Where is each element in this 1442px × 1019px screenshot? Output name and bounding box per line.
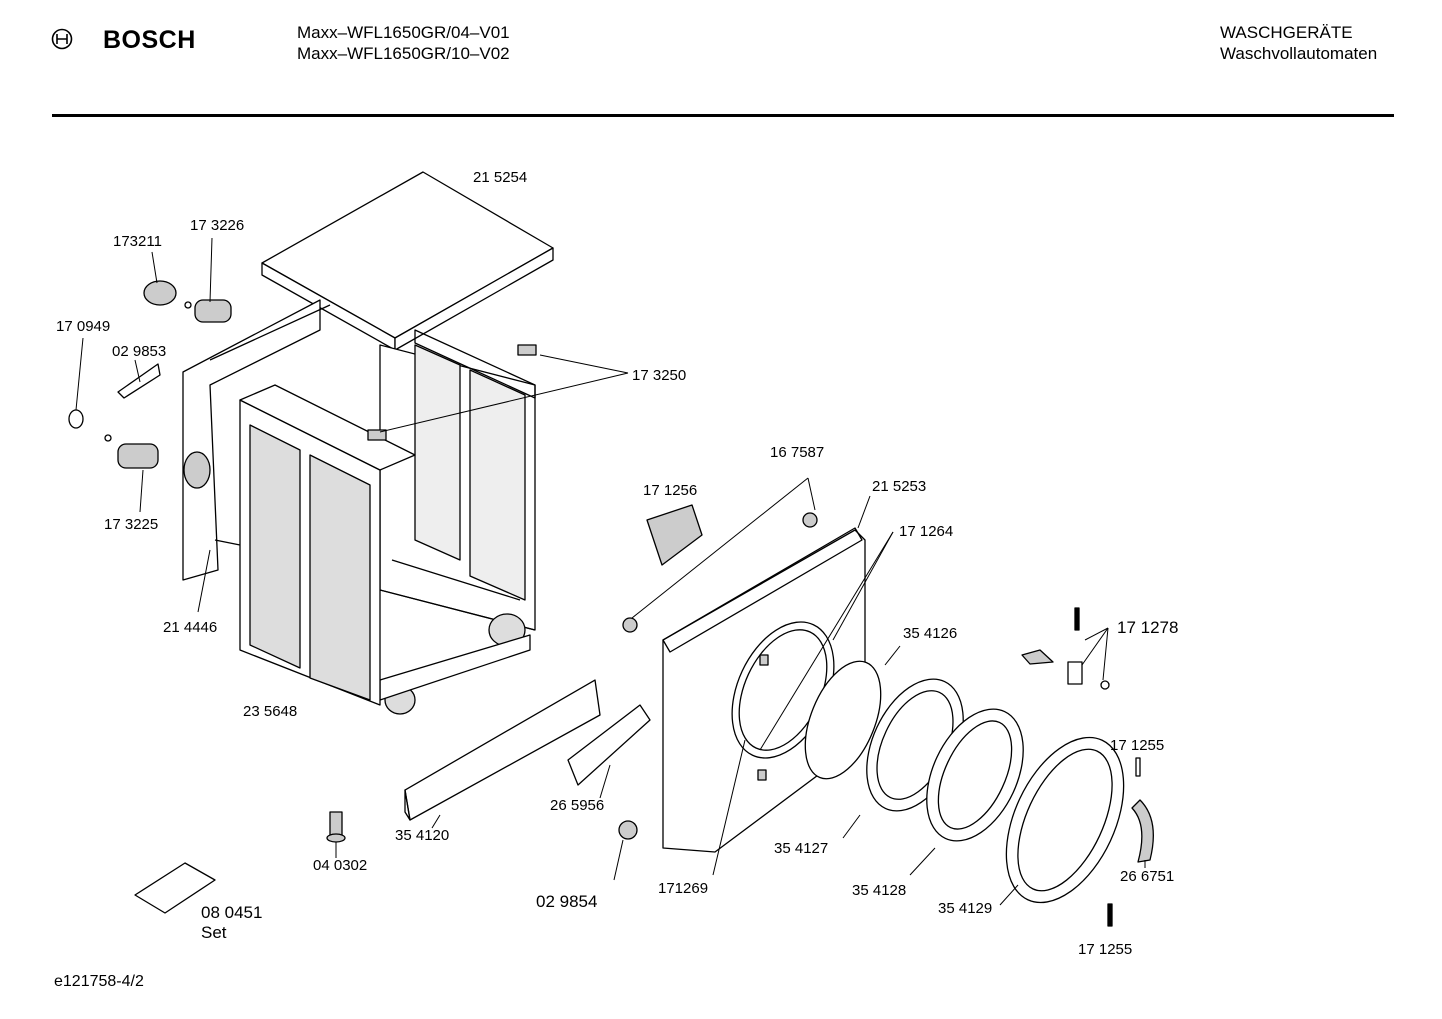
part-label: 16 7587: [770, 444, 825, 461]
part-label: 23 5648: [243, 703, 298, 720]
part-label: 171269: [658, 880, 709, 897]
pin-part: [1107, 903, 1113, 927]
part-label: 17 0949: [56, 318, 111, 335]
part-label: 35 4129: [938, 900, 993, 917]
back-panel: [182, 299, 331, 581]
part-label: 173211: [113, 233, 162, 250]
model-line-2: Maxx–WFL1650GR/10–V02: [297, 44, 510, 63]
foot-part: [326, 811, 346, 843]
part-label: 17 1264: [899, 523, 954, 540]
bosch-logo-icon: [51, 28, 73, 50]
hook-part: [1021, 649, 1054, 665]
part-label: 02 9854: [536, 892, 598, 911]
part-label: 17 3226: [190, 217, 245, 234]
category-subtitle: Waschvollautomaten: [1220, 44, 1378, 63]
part-label: 08 0451: [201, 903, 263, 922]
part-label: 17 3250: [632, 367, 687, 384]
knob-part: [618, 820, 638, 840]
clip-part: [367, 429, 387, 441]
mounting-plate: [134, 862, 216, 914]
leader-lines: [75, 237, 1146, 906]
clip-part: [517, 344, 537, 356]
spring-clip: [1100, 680, 1110, 690]
hook-part: [1067, 661, 1083, 685]
pin-part: [1074, 607, 1080, 631]
part-label: 02 9853: [112, 343, 167, 360]
part-label: 26 5956: [550, 797, 605, 814]
part-label: 21 5254: [473, 169, 528, 186]
header-divider: [52, 114, 1394, 117]
pin-part: [1135, 757, 1141, 777]
door-lock: [646, 504, 703, 566]
top-cover: [261, 171, 554, 351]
part-label: 21 5253: [872, 478, 927, 495]
hinge-part: [1131, 799, 1154, 863]
part-label: 17 1278: [1117, 618, 1179, 637]
part-label: 17 1255: [1110, 737, 1165, 754]
door-rings: [804, 660, 1125, 904]
part-label: 26 6751: [1120, 868, 1175, 885]
brand-name: BOSCH: [103, 26, 196, 54]
part-label: 17 1256: [643, 482, 698, 499]
part-label: 35 4126: [903, 625, 958, 642]
control-panel: [404, 679, 651, 821]
part-label: 21 4446: [163, 619, 218, 636]
part-label: 17 3225: [104, 516, 159, 533]
part-label: 35 4128: [852, 882, 907, 899]
valve-parts: [68, 280, 232, 469]
part-label: 35 4120: [395, 827, 450, 844]
part-label: 17 1255: [1078, 941, 1133, 958]
category-title: WASCHGERÄTE: [1220, 23, 1353, 42]
part-label-set: Set: [201, 923, 227, 942]
part-label: 04 0302: [313, 857, 368, 874]
part-label: 35 4127: [774, 840, 829, 857]
drawing-id: e121758-4/2: [54, 973, 144, 990]
cabinet-frame: [379, 329, 536, 715]
side-panel: [239, 384, 416, 706]
model-line-1: Maxx–WFL1650GR/04–V01: [297, 23, 510, 42]
